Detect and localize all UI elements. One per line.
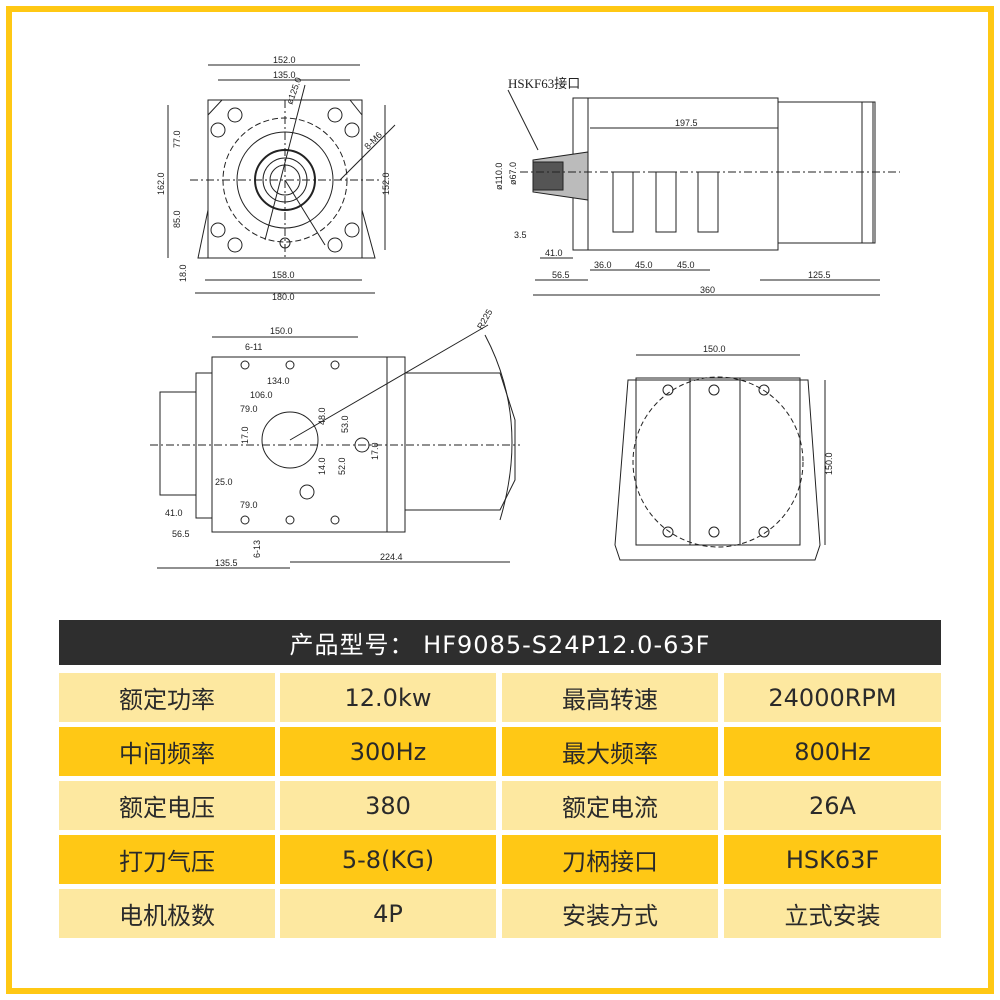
dimension-label: 125.5	[808, 270, 831, 280]
dimension-label: 180.0	[272, 292, 295, 302]
dimension-label: 158.0	[272, 270, 295, 280]
dimension-label: 135.5	[215, 558, 238, 568]
dimension-label: 6-11	[245, 342, 262, 352]
spec-value: 24000RPM	[724, 673, 941, 722]
dimension-label: 56.5	[552, 270, 570, 280]
spec-label: 最高转速	[502, 673, 718, 722]
dimension-label: 56.5	[172, 529, 190, 539]
dimension-label: 134.0	[267, 376, 290, 386]
spec-value: HSK63F	[724, 835, 941, 884]
dimension-label: 53.0	[340, 415, 350, 433]
dimension-label: 79.0	[240, 500, 258, 510]
spec-row: 电机极数 4P 安装方式 立式安装	[59, 889, 941, 938]
spec-value: 380	[280, 781, 496, 830]
dimension-label: 152.0	[273, 55, 296, 65]
dimension-label: 6-13	[252, 540, 262, 558]
spec-value: 4P	[280, 889, 496, 938]
dimension-label: 85.0	[172, 210, 182, 228]
dimension-label: 14.0	[317, 457, 327, 475]
spec-value: 12.0kw	[280, 673, 496, 722]
spec-row: 额定电压 380 额定电流 26A	[59, 781, 941, 830]
side-view-drawing: HSKF63接口 197.5 ø110.0 ø67.0 3.5 41.0 36.…	[494, 76, 900, 296]
spec-label: 打刀气压	[59, 835, 275, 884]
dimension-label: 17.0	[240, 426, 250, 444]
dimension-label: 150.0	[270, 326, 293, 336]
dimension-label: ø110.0	[494, 163, 504, 190]
dimension-label: 45.0	[677, 260, 695, 270]
dimension-label: 17.0	[370, 442, 380, 460]
dimension-label: 52.0	[337, 457, 347, 475]
spec-label: 安装方式	[502, 889, 718, 938]
spec-value: 立式安装	[724, 889, 941, 938]
spec-label: 刀柄接口	[502, 835, 718, 884]
spec-value: 300Hz	[280, 727, 496, 776]
spec-label: 中间频率	[59, 727, 275, 776]
dimension-label: 41.0	[545, 248, 563, 258]
dimension-label: 150.0	[703, 344, 726, 354]
dimension-label: 8-M6	[362, 130, 384, 152]
front-view-drawing: 152.0 135.0 ø125.0 8-M6 162.0 77.0 85.0 …	[156, 55, 396, 302]
spec-label: 最大频率	[502, 727, 718, 776]
spec-value: 26A	[724, 781, 941, 830]
dimension-label: 41.0	[165, 508, 183, 518]
dimension-label: 197.5	[675, 118, 698, 128]
dimension-label: ø67.0	[508, 162, 518, 185]
spec-value: 800Hz	[724, 727, 941, 776]
spec-label: 电机极数	[59, 889, 275, 938]
dimension-label: 48.0	[317, 407, 327, 425]
dimension-label: 162.0	[156, 172, 166, 195]
dimension-label: 152.0	[381, 172, 391, 195]
dimension-label: 150.0	[824, 452, 834, 475]
dimension-label: 36.0	[594, 260, 612, 270]
technical-drawings: 152.0 135.0 ø125.0 8-M6 162.0 77.0 85.0 …	[150, 55, 900, 569]
spec-label: 额定电压	[59, 781, 275, 830]
dimension-label: 3.5	[514, 230, 527, 240]
product-model-header: 产品型号： HF9085-S24P12.0-63F	[59, 620, 941, 665]
spec-row: 中间频率 300Hz 最大频率 800Hz	[59, 727, 941, 776]
spec-value: 5-8(KG)	[280, 835, 496, 884]
dimension-label: R225	[475, 307, 494, 331]
dimension-label: 77.0	[172, 130, 182, 148]
spec-row: 打刀气压 5-8(KG) 刀柄接口 HSK63F	[59, 835, 941, 884]
dimension-label: 25.0	[215, 477, 233, 487]
dimension-label: HSKF63接口	[508, 76, 580, 91]
yellow-frame	[6, 6, 994, 994]
dimension-label: 224.4	[380, 552, 403, 562]
top-view-drawing: 150.0 6-11 134.0 106.0 79.0 17.0 25.0 79…	[150, 307, 520, 569]
spec-row: 额定功率 12.0kw 最高转速 24000RPM	[59, 673, 941, 722]
rear-view-drawing: 150.0 150.0	[614, 344, 834, 561]
dimension-label: 45.0	[635, 260, 653, 270]
dimension-label: 18.0	[178, 264, 188, 282]
dimension-label: 135.0	[273, 70, 296, 80]
dimension-label: 106.0	[250, 390, 273, 400]
spec-label: 额定电流	[502, 781, 718, 830]
dimension-label: 360	[700, 285, 715, 295]
spec-label: 额定功率	[59, 673, 275, 722]
dimension-label: 79.0	[240, 404, 258, 414]
